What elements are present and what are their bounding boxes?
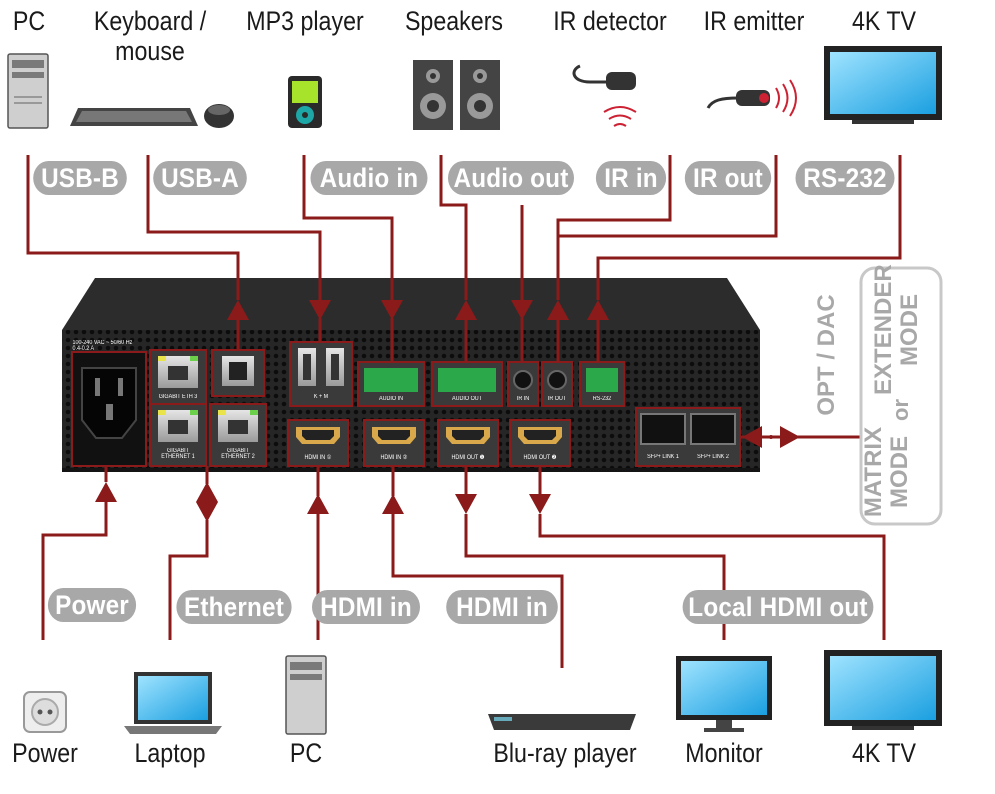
ethernet-port-3[interactable]	[149, 349, 207, 405]
connection-lines	[26, 155, 902, 668]
hdmi-in-1-port[interactable]	[287, 419, 349, 467]
label-top-4k-tv: 4K TV	[851, 6, 917, 36]
label-opt-dac: OPT / DAC	[813, 294, 840, 416]
sfp-ports[interactable]	[635, 407, 741, 467]
ethernet-port-2[interactable]	[209, 403, 267, 467]
pill-usb-a: USB-A	[153, 161, 247, 195]
pc-tower-bottom-icon	[285, 655, 327, 735]
arrow-up-hdmi-in-2	[382, 494, 404, 514]
arrow-up-ethernet	[196, 482, 218, 502]
label-bottom-power: Power	[12, 738, 78, 768]
panel-hdmi-out-2: HDMI OUT ❷	[523, 455, 557, 461]
pill-usb-b: USB-B	[33, 161, 127, 195]
label-top-pc: PC	[12, 6, 46, 36]
label-bottom-pc: PC	[289, 738, 323, 768]
arrow-down-ethernet	[196, 502, 218, 522]
arrow-up-power	[95, 482, 117, 502]
pill-power: Power	[47, 588, 137, 622]
tv-bottom-icon	[824, 650, 942, 730]
label-bottom-monitor: Monitor	[685, 738, 763, 768]
power-outlet-icon	[23, 691, 67, 733]
rs232-port[interactable]	[579, 361, 625, 407]
pc-tower-icon	[7, 53, 49, 129]
label-top-keyboard: Keyboard / mouse	[93, 6, 207, 66]
label-top-ir-detector: IR detector	[553, 6, 667, 36]
keyboard-icon	[70, 108, 198, 126]
pill-audio-out: Audio out	[448, 161, 574, 195]
panel-eth3: GIGABIT ETH 3	[158, 394, 198, 400]
panel-hdmi-in-1: HDMI IN ①	[304, 455, 332, 461]
laptop-icon	[124, 672, 222, 734]
label-or: or	[888, 399, 913, 421]
arrow-down-hdmi-out-2	[529, 494, 551, 514]
label-top-mp3: MP3 player	[246, 6, 364, 36]
label-top-ir-emitter: IR emitter	[703, 6, 805, 36]
panel-audio-in: AUDIO IN	[378, 396, 403, 402]
label-bottom-laptop: Laptop	[134, 738, 206, 768]
ethernet-port-1[interactable]	[149, 403, 207, 467]
speakers-icon	[413, 60, 500, 130]
panel-power-spec: 100-240 VAC ~ 50/60 Hz 0.4-0.2 A	[72, 340, 133, 352]
label-matrix-mode: MATRIX MODE	[860, 426, 913, 518]
pill-hdmi-in-1: HDMI in	[312, 590, 420, 624]
audio-out-port[interactable]	[431, 361, 503, 407]
pill-ir-in: IR in	[595, 161, 667, 195]
pill-ir-out: IR out	[684, 161, 772, 195]
label-top-speakers: Speakers	[404, 6, 504, 36]
arrow-up-rs232	[587, 300, 609, 320]
tv-top-icon	[824, 46, 942, 124]
mode-box	[859, 266, 943, 526]
signal-arrows	[95, 300, 800, 522]
arrow-down-audio-in	[381, 300, 403, 320]
mp3-player-icon	[288, 76, 322, 128]
arrow-down-hdmi-out-1	[455, 494, 477, 514]
label-bottom-4k-tv: 4K TV	[851, 738, 917, 768]
pill-ethernet: Ethernet	[176, 590, 292, 624]
arrow-up-audio-out	[455, 300, 477, 320]
panel-sfp1: SFP+ LINK 1	[647, 454, 679, 460]
usb-a-ports[interactable]	[289, 341, 353, 407]
ir-out-port[interactable]	[541, 361, 573, 407]
pill-audio-in: Audio in	[310, 161, 428, 195]
panel-hdmi-out-1: HDMI OUT ❶	[451, 455, 485, 461]
panel-ir-in: IR IN	[516, 396, 530, 402]
panel-usb-a-keys: K + M	[313, 394, 329, 400]
label-extender-mode: EXTENDER MODE	[870, 264, 923, 395]
power-inlet[interactable]	[71, 351, 147, 467]
arrow-down-ir-in	[511, 300, 533, 320]
arrow-up-ir-out	[547, 300, 569, 320]
bluray-player-icon	[488, 714, 636, 730]
panel-audio-out: AUDIO OUT	[451, 396, 483, 402]
panel-hdmi-in-2: HDMI IN ②	[380, 455, 408, 461]
arrow-down-usb-a	[309, 300, 331, 320]
pill-hdmi-in-2: HDMI in	[446, 590, 558, 624]
arrow-right-sfp	[780, 426, 800, 448]
mouse-icon	[204, 104, 234, 128]
arrow-up-usb-b	[227, 300, 249, 320]
panel-eth2: GIGABIT ETHERNET 2	[221, 448, 255, 460]
hdmi-out-1-port[interactable]	[437, 419, 499, 467]
arrow-left-sfp	[742, 426, 762, 448]
hdmi-in-2-port[interactable]	[363, 419, 425, 467]
panel-sfp2: SFP+ LINK 2	[697, 454, 729, 460]
pill-local-hdmi-out: Local HDMI out	[682, 590, 874, 624]
pill-rs232: RS-232	[795, 161, 895, 195]
panel-rs232: RS-232	[592, 396, 612, 402]
panel-eth1: GIGABIT ETHERNET 1	[161, 448, 195, 460]
label-bottom-bluray: Blu-ray player	[493, 738, 637, 768]
panel-ir-out: IR OUT	[547, 396, 567, 402]
monitor-icon	[676, 656, 772, 732]
usb-b-port[interactable]	[211, 349, 265, 397]
ir-detector-icon	[572, 64, 637, 127]
audio-in-port[interactable]	[357, 361, 425, 407]
ir-emitter-icon	[706, 79, 797, 117]
arrow-up-hdmi-in-1	[307, 494, 329, 514]
